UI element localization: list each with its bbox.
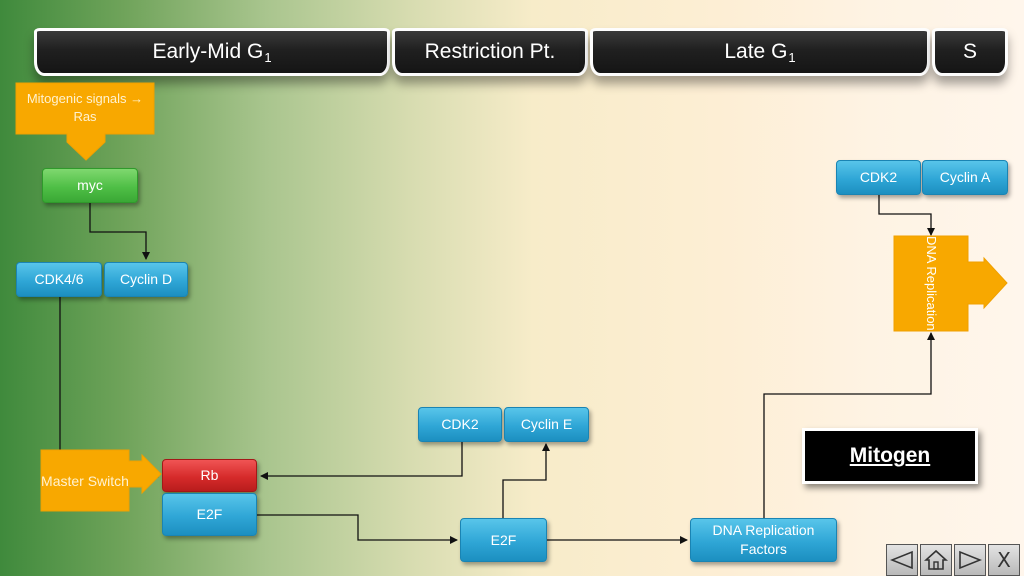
cyclin-a-label: Cyclin A: [939, 169, 991, 186]
phase-s-label: S: [962, 40, 977, 63]
dna-replication-factors-node: DNA Replication Factors: [690, 518, 837, 562]
cdk2-e-label: CDK2: [441, 416, 479, 433]
close-label: X: [997, 548, 1011, 572]
home-icon: [924, 549, 948, 570]
cyclin-d-node: Cyclin D: [104, 262, 188, 297]
e2f-free-node: E2F: [460, 518, 547, 562]
cyclin-a-node: Cyclin A: [922, 160, 1008, 195]
myc-label: myc: [77, 177, 103, 194]
arrow-dna-factors-to-dna-replication: [763, 332, 935, 518]
slide-navigation: X: [886, 544, 1024, 576]
phase-early-mid-g1-subscript: 1: [264, 49, 272, 65]
master-switch-node: Master Switch: [41, 458, 129, 504]
cdk46-node: CDK4/6: [16, 262, 102, 297]
arrow-myc-to-cyclin-d: [89, 203, 150, 260]
home-button[interactable]: [920, 544, 952, 576]
mitogen-label: Mitogen: [849, 444, 931, 467]
cyclin-d-label: Cyclin D: [119, 271, 173, 288]
rb-label: Rb: [200, 467, 219, 484]
mitogenic-signals-label: Mitogenic signals → Ras: [26, 91, 144, 124]
e2f-free-label: E2F: [490, 531, 517, 548]
cdk2-a-label: CDK2: [859, 169, 898, 186]
myc-node: myc: [42, 168, 138, 203]
mitogen-button[interactable]: Mitogen: [802, 428, 978, 484]
arrow-cdk2-to-rb: [260, 442, 463, 480]
master-switch-arrow-shape: [40, 449, 162, 512]
cdk2-a-node: CDK2: [836, 160, 921, 195]
arrow-cdk2-to-dna-replication: [878, 195, 935, 236]
cyclin-e-label: Cyclin E: [520, 416, 573, 433]
triangle-right-icon: [959, 550, 982, 570]
arrow-e2f-to-cyclin-e: [502, 443, 550, 518]
cyclin-e-node: Cyclin E: [504, 407, 589, 442]
close-button[interactable]: X: [988, 544, 1020, 576]
dna-replication-arrow-shape: [893, 235, 1008, 332]
phase-restriction-point-label: Restriction Pt.: [424, 40, 556, 63]
dna-replication-label: DNA Replication: [924, 236, 940, 331]
e2f-bound-label: E2F: [196, 506, 223, 523]
phase-late-g1-label: Late G: [724, 40, 788, 63]
mitogenic-signals-node: Mitogenic signals → Ras: [20, 86, 150, 130]
mitogenic-arrow-shape: [15, 82, 155, 161]
cdk46-label: CDK4/6: [34, 271, 84, 288]
phase-early-mid-g1-label: Early-Mid G: [152, 40, 264, 63]
arrow-e2f-to-e2f: [256, 514, 458, 544]
dna-replication-factors-label: DNA Replication Factors: [712, 522, 815, 557]
phase-late-g1-subscript: 1: [788, 49, 796, 65]
triangle-left-icon: [890, 550, 913, 570]
phase-restriction-point: Restriction Pt.: [392, 28, 588, 76]
cdk2-e-node: CDK2: [418, 407, 502, 442]
dna-replication-node: DNA Replication: [894, 236, 968, 331]
next-button[interactable]: [954, 544, 986, 576]
rb-node: Rb: [162, 459, 257, 492]
previous-button[interactable]: [886, 544, 918, 576]
e2f-bound-node: E2F: [162, 493, 257, 536]
master-switch-label: Master Switch: [41, 472, 129, 489]
phase-s: S: [932, 28, 1008, 76]
